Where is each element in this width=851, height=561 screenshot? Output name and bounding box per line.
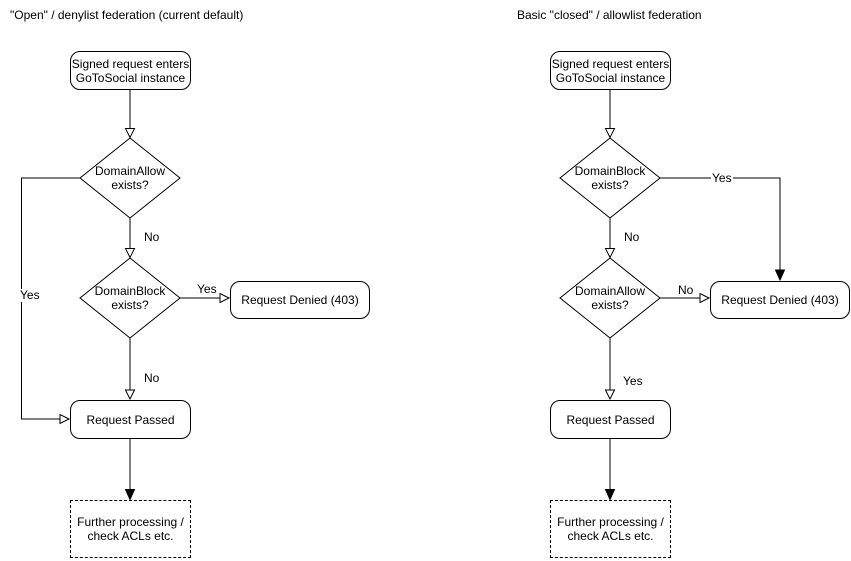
diagram2-decision2-diamond bbox=[559, 257, 661, 339]
diagram2-decision1-yes-label: Yes bbox=[711, 171, 733, 185]
diagram2-decision2-label: DomainAllow exists? bbox=[574, 284, 646, 312]
diagram1-arrowhead-passed-to-further bbox=[124, 489, 136, 501]
diagram2-decision2-no-label: No bbox=[677, 283, 695, 297]
diagram2-decision1-diamond bbox=[559, 137, 661, 219]
diagram2-edge-decision1-yes bbox=[660, 177, 781, 270]
diagram1-decision2-diamond bbox=[79, 257, 181, 339]
diagram2-arrowhead-decision2-yes bbox=[604, 389, 616, 401]
diagram1-decision1-diamond bbox=[79, 137, 181, 219]
diagram2-arrowhead-decision1-no bbox=[604, 248, 616, 259]
diagram1-decision2-label: DomainBlock exists? bbox=[94, 284, 166, 312]
diagram1-passed-node: Request Passed bbox=[70, 400, 191, 439]
diagram1-start-node: Signed request enters GoToSocial instanc… bbox=[70, 51, 191, 90]
diagram1-further-node: Further processing / check ACLs etc. bbox=[70, 500, 191, 558]
diagram2-title: Basic "closed" / allowlist federation bbox=[517, 8, 702, 22]
diagram1-arrowhead-decision1-no bbox=[124, 248, 136, 259]
diagram1-title: "Open" / denylist federation (current de… bbox=[10, 8, 244, 22]
diagram2-arrowhead-decision1-yes bbox=[774, 269, 786, 282]
diagram1-arrowhead-decision1-yes bbox=[59, 413, 71, 425]
diagram1-decision1-label: DomainAllow exists? bbox=[94, 164, 166, 192]
diagram1-denied-node: Request Denied (403) bbox=[230, 281, 370, 319]
diagram2-passed-node: Request Passed bbox=[550, 400, 671, 439]
diagram1-decision2-yes-label: Yes bbox=[196, 282, 218, 296]
diagram2-decision1-label: DomainBlock exists? bbox=[574, 164, 646, 192]
diagram1-arrowhead-decision2-no bbox=[124, 389, 136, 401]
diagram2-denied-node: Request Denied (403) bbox=[710, 281, 850, 319]
diagram2-decision2-yes-label: Yes bbox=[622, 374, 644, 388]
diagram2-arrowhead-passed-to-further bbox=[604, 489, 616, 501]
diagram1-arrowhead-decision2-yes bbox=[219, 292, 231, 304]
diagram2-further-node: Further processing / check ACLs etc. bbox=[550, 500, 671, 558]
diagram1-decision1-no-label: No bbox=[143, 230, 161, 244]
diagram2-arrowhead-decision2-no bbox=[699, 292, 711, 304]
diagram2-arrowhead-start-to-decision1 bbox=[604, 128, 616, 139]
diagram2-start-node: Signed request enters GoToSocial instanc… bbox=[550, 51, 671, 90]
diagram1-decision2-no-label: No bbox=[143, 371, 161, 385]
diagram1-decision1-yes-label: Yes bbox=[19, 288, 41, 302]
diagram2-decision1-no-label: No bbox=[623, 230, 641, 244]
diagram1-arrowhead-start-to-decision1 bbox=[124, 128, 136, 139]
